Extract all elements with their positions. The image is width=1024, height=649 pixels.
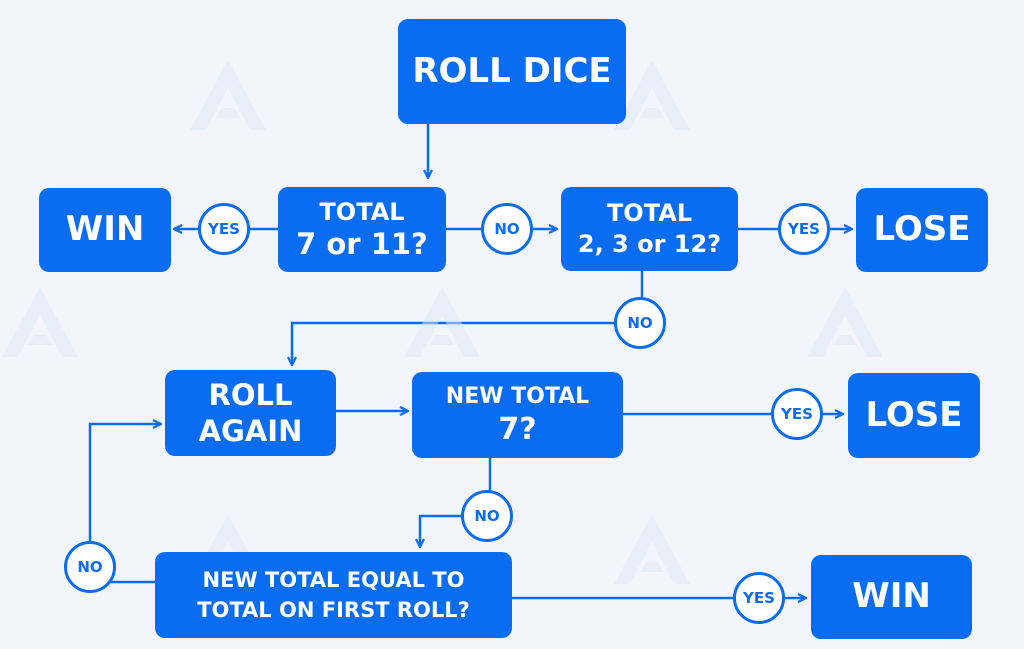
logo-watermark-icon	[614, 514, 690, 584]
node-total-2-3-or-12-line2: 2, 3 or 12?	[577, 229, 722, 258]
edge-label-no-to-total2: NO	[481, 203, 533, 255]
node-lose-top: LOSE	[856, 188, 988, 272]
node-new-total-equal-line1: NEW TOTAL EQUAL TO	[202, 567, 465, 592]
node-new-total-7-line2: 7?	[498, 411, 537, 447]
node-total-2-3-or-12-line1: TOTAL	[606, 199, 693, 228]
node-total-2-3-or-12: TOTAL 2, 3 or 12?	[561, 187, 738, 271]
node-new-total-7-line1: NEW TOTAL	[445, 383, 590, 409]
node-roll-again-line1: ROLL	[208, 377, 293, 412]
logo-watermark-icon	[614, 60, 690, 130]
logo-watermark-icon	[2, 287, 78, 357]
node-win-bottom: WIN	[811, 555, 972, 639]
edge-new-total-to-equal	[420, 458, 492, 547]
node-new-total-equal: NEW TOTAL EQUAL TO TOTAL ON FIRST ROLL?	[155, 552, 512, 638]
edge-label-no-to-equal: NO	[461, 490, 513, 542]
edge-label-no-to-roll-again: NO	[614, 297, 666, 349]
logo-watermark-icon	[807, 287, 883, 357]
node-lose-top-label: LOSE	[873, 209, 971, 250]
node-new-total-equal-line2: TOTAL ON FIRST ROLL?	[197, 598, 470, 622]
edge-label-yes-win-bottom: YES	[733, 572, 785, 624]
edge-label-no-loop-back: NO	[64, 541, 116, 593]
node-total-7-or-11: TOTAL 7 or 11?	[278, 187, 446, 272]
edge-equal-loop-back	[88, 424, 161, 584]
node-lose-mid: LOSE	[848, 373, 980, 458]
node-total-7-or-11-line2: 7 or 11?	[296, 226, 428, 261]
node-roll-dice-label: ROLL DICE	[412, 50, 612, 91]
node-win-top-label: WIN	[65, 209, 145, 250]
node-roll-again-line2: AGAIN	[198, 414, 303, 448]
node-roll-dice: ROLL DICE	[398, 19, 626, 124]
logo-watermark-icon	[404, 287, 480, 357]
node-win-bottom-label: WIN	[852, 576, 931, 617]
node-roll-again: ROLL AGAIN	[165, 370, 336, 456]
edge-label-yes-lose-mid: YES	[771, 388, 823, 440]
edge-label-yes-lose-top: YES	[778, 203, 830, 255]
node-win-top: WIN	[39, 188, 171, 272]
node-new-total-7: NEW TOTAL 7?	[412, 372, 623, 458]
node-lose-mid-label: LOSE	[865, 394, 963, 435]
logo-watermark-icon	[190, 60, 266, 130]
node-total-7-or-11-line1: TOTAL	[319, 197, 405, 226]
edge-label-yes-win-top: YES	[198, 203, 250, 255]
